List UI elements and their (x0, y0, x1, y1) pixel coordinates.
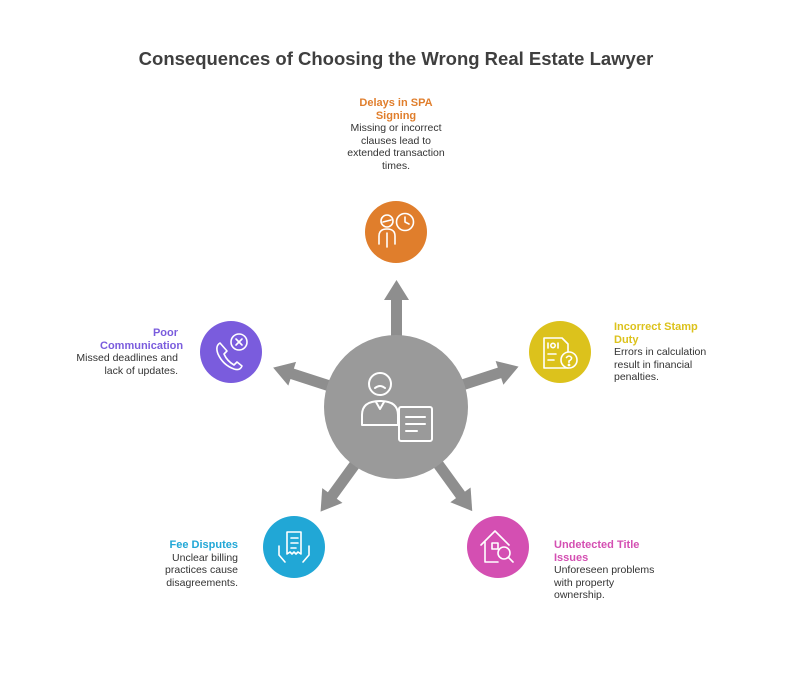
fee-node (263, 516, 325, 578)
communication-label: Poor Communication Missed deadlines and … (70, 327, 184, 377)
title-issues-label: Undetected Title Issues Unforeseen probl… (554, 539, 658, 602)
arrow-to-stamp (455, 360, 519, 392)
arrow-to-delays (384, 280, 409, 338)
person-clock-icon (378, 212, 415, 248)
lawyer-with-document-icon (361, 372, 433, 442)
arrow-to-fee (320, 456, 363, 512)
title-issues-heading: Undetected Title Issues (554, 539, 640, 564)
arrow-to-title-issues (430, 456, 473, 512)
fee-description: Unclear billing practices cause disagree… (165, 551, 238, 589)
stamp-node (529, 321, 591, 383)
stamp-description: Errors in calculation result in financia… (614, 346, 707, 383)
communication-description: Missed deadlines and lack of updates. (76, 352, 178, 377)
fee-heading: Fee Disputes (169, 539, 238, 551)
phone-cancel-icon (216, 333, 248, 371)
diagram-title: Consequences of Choosing the Wrong Real … (138, 48, 654, 69)
delays-label: Delays in SPA Signing Missing or incorre… (336, 97, 456, 172)
communication-node (200, 321, 262, 383)
stamp-heading: Incorrect Stamp Duty (614, 321, 698, 346)
delays-heading: Delays in SPA Signing (359, 97, 433, 122)
fee-label: Fee Disputes Unclear billing practices c… (150, 539, 238, 589)
hands-invoice-icon (278, 531, 310, 563)
stamp-label: Incorrect Stamp Duty Errors in calculati… (614, 321, 714, 384)
title-issues-description: Unforeseen problems with property owners… (554, 564, 655, 601)
arrow-to-communication (273, 361, 336, 393)
document-question-icon (543, 337, 578, 369)
delays-node (365, 201, 427, 263)
house-search-icon (480, 530, 514, 563)
communication-heading: Poor Communication (100, 327, 184, 352)
delays-description: Missing or incorrect clauses lead to ext… (347, 122, 445, 172)
